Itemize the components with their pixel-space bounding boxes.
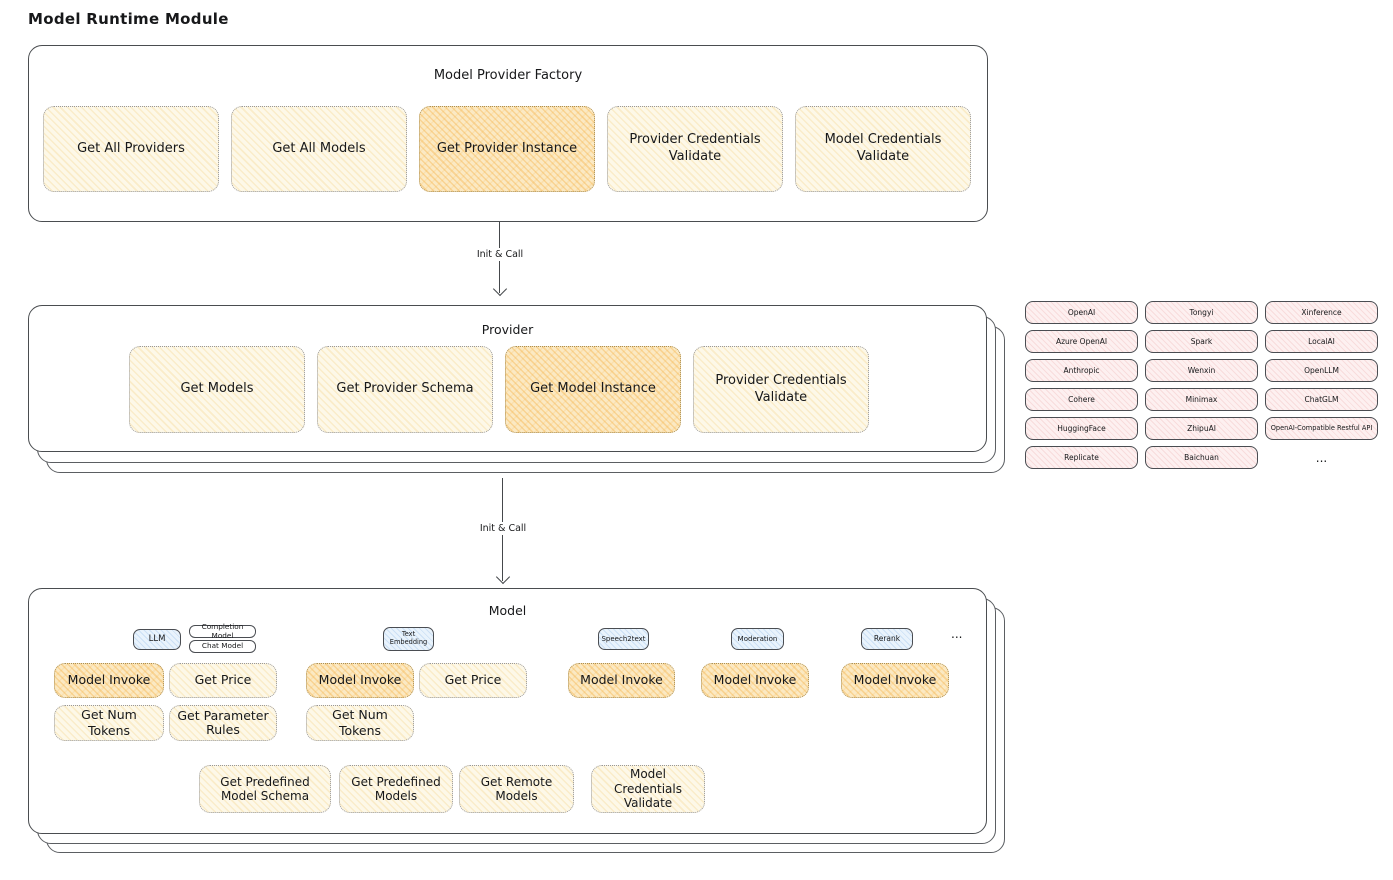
providers-more-ellipsis: ...	[1315, 450, 1328, 465]
provider-chip-azure-openai[interactable]: Azure OpenAI	[1025, 330, 1138, 353]
arrow-init-call-2: Init & Call	[475, 478, 531, 581]
node-provider-credentials-validate[interactable]: Provider Credentials Validate	[607, 106, 783, 192]
provider-title: Provider	[481, 322, 534, 337]
node-llm-get-price[interactable]: Get Price	[169, 663, 277, 698]
node-get-models[interactable]: Get Models	[129, 346, 305, 433]
provider-chip-zhipuai[interactable]: ZhipuAI	[1145, 417, 1258, 440]
node-get-remote-models[interactable]: Get Remote Models	[459, 765, 574, 813]
node-llm-get-num-tokens[interactable]: Get Num Tokens	[54, 705, 164, 741]
provider-chip-localai[interactable]: LocalAI	[1265, 330, 1378, 353]
provider-chip-tongyi[interactable]: Tongyi	[1145, 301, 1258, 324]
node-te-get-price[interactable]: Get Price	[419, 663, 527, 698]
node-model-credentials-validate[interactable]: Model Credentials Validate	[795, 106, 971, 192]
provider-chip-baichuan[interactable]: Baichuan	[1145, 446, 1258, 469]
model-title: Model	[488, 603, 527, 618]
node-llm-get-parameter-rules[interactable]: Get Parameter Rules	[169, 705, 277, 741]
model-more-ellipsis: ...	[951, 627, 963, 641]
tab-rerank[interactable]: Rerank	[861, 628, 913, 650]
node-get-all-models[interactable]: Get All Models	[231, 106, 407, 192]
provider-chip-minimax[interactable]: Minimax	[1145, 388, 1258, 411]
provider-button-row: Get Models Get Provider Schema Get Model…	[129, 346, 869, 433]
providers-grid: OpenAI Tongyi Xinference Azure OpenAI Sp…	[1025, 301, 1378, 469]
factory-button-row: Get All Providers Get All Models Get Pro…	[43, 106, 971, 192]
factory-title: Model Provider Factory	[433, 68, 583, 83]
provider-chip-anthropic[interactable]: Anthropic	[1025, 359, 1138, 382]
provider-chip-huggingface[interactable]: HuggingFace	[1025, 417, 1138, 440]
provider-chip-wenxin[interactable]: Wenxin	[1145, 359, 1258, 382]
tab-llm[interactable]: LLM	[133, 629, 181, 650]
provider-chip-xinference[interactable]: Xinference	[1265, 301, 1378, 324]
node-te-model-invoke[interactable]: Model Invoke	[306, 663, 414, 698]
factory-box[interactable]: Model Provider Factory Get All Providers…	[28, 45, 988, 222]
node-get-predefined-models[interactable]: Get Predefined Models	[339, 765, 453, 813]
tab-completion-model[interactable]: Completion Model	[189, 622, 256, 639]
node-te-get-num-tokens[interactable]: Get Num Tokens	[306, 705, 414, 741]
provider-chip-openai[interactable]: OpenAI	[1025, 301, 1138, 324]
node-get-provider-schema[interactable]: Get Provider Schema	[317, 346, 493, 433]
tab-chat-model[interactable]: Chat Model	[189, 640, 256, 653]
provider-chip-openai-compatible[interactable]: OpenAI-Compatible Restful API	[1265, 417, 1378, 440]
node-s2t-model-invoke[interactable]: Model Invoke	[568, 663, 675, 698]
node-get-predefined-model-schema[interactable]: Get Predefined Model Schema	[199, 765, 331, 813]
arrow-label: Init & Call	[472, 248, 528, 261]
arrow-label: Init & Call	[475, 522, 531, 535]
tab-moderation[interactable]: Moderation	[731, 628, 784, 650]
tab-text-embedding[interactable]: Text Embedding	[383, 627, 434, 651]
node-rerank-model-invoke[interactable]: Model Invoke	[841, 663, 949, 698]
node-llm-model-invoke[interactable]: Model Invoke	[54, 663, 164, 698]
node-provider-credentials-validate-2[interactable]: Provider Credentials Validate	[693, 346, 869, 433]
model-box[interactable]: Model LLM Completion Model Chat Model Te…	[28, 588, 987, 834]
provider-chip-spark[interactable]: Spark	[1145, 330, 1258, 353]
provider-chip-cohere[interactable]: Cohere	[1025, 388, 1138, 411]
provider-chip-openllm[interactable]: OpenLLM	[1265, 359, 1378, 382]
node-get-all-providers[interactable]: Get All Providers	[43, 106, 219, 192]
arrow-init-call-1: Init & Call	[472, 222, 528, 293]
node-get-model-instance[interactable]: Get Model Instance	[505, 346, 681, 433]
node-model-credentials-validate-2[interactable]: Model Credentials Validate	[591, 765, 705, 813]
provider-chip-chatglm[interactable]: ChatGLM	[1265, 388, 1378, 411]
diagram-title: Model Runtime Module	[28, 10, 229, 28]
tab-speech2text[interactable]: Speech2text	[598, 628, 649, 650]
provider-chip-replicate[interactable]: Replicate	[1025, 446, 1138, 469]
provider-box[interactable]: Provider Get Models Get Provider Schema …	[28, 305, 987, 452]
node-get-provider-instance[interactable]: Get Provider Instance	[419, 106, 595, 192]
node-moderation-model-invoke[interactable]: Model Invoke	[701, 663, 809, 698]
